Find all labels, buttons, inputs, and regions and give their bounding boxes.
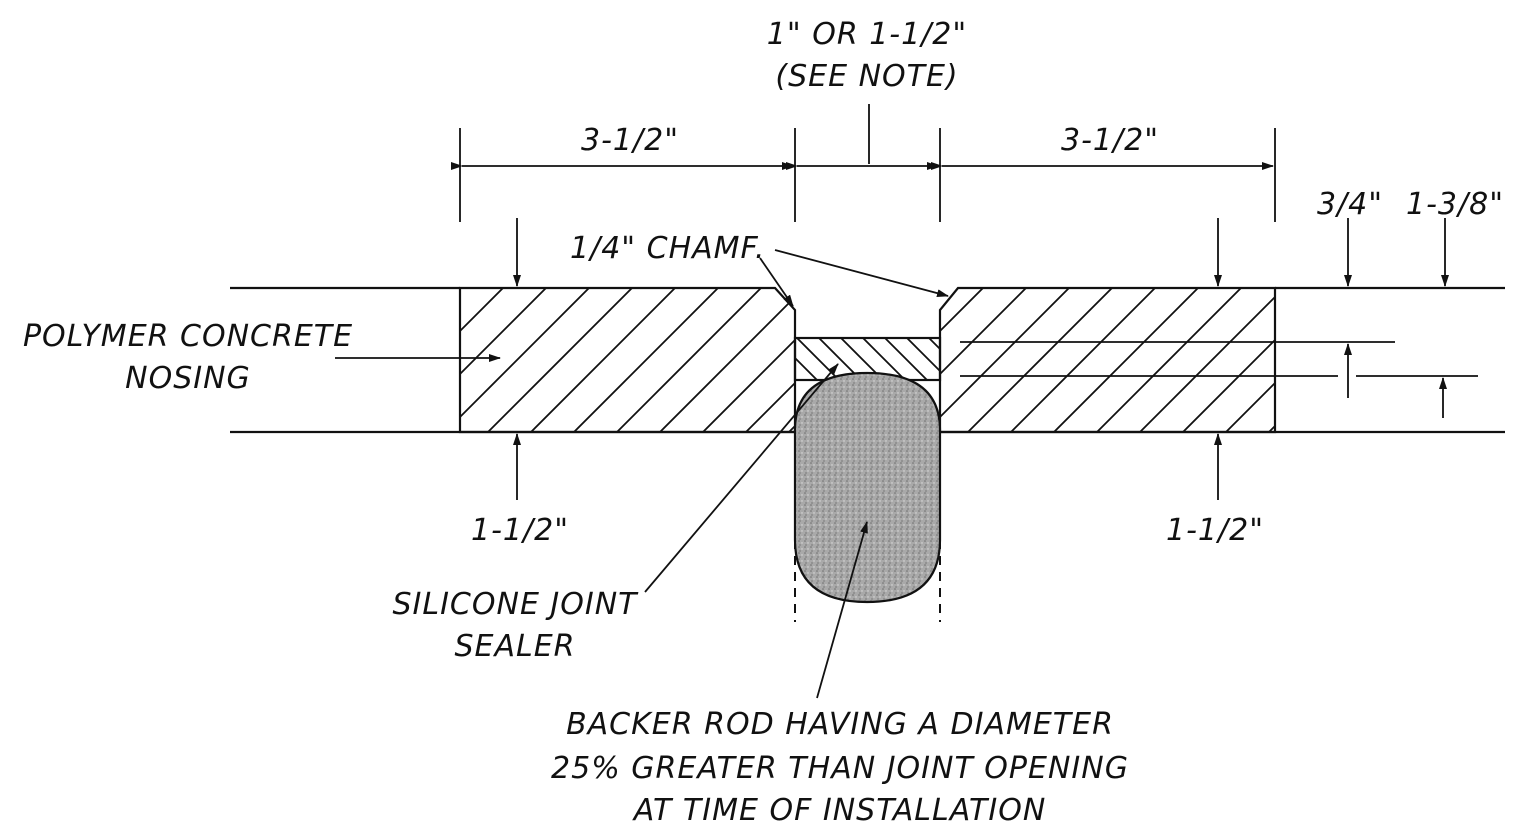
hatch-line xyxy=(940,288,1027,432)
right-polymer-nosing xyxy=(938,286,1525,434)
hatch-line xyxy=(973,338,1015,380)
hatch-line xyxy=(702,288,795,432)
hatch-line xyxy=(940,288,984,432)
hatch-line xyxy=(1225,288,1275,432)
hatch-line xyxy=(967,288,1113,432)
hatch-line xyxy=(928,338,940,351)
hatch-line xyxy=(573,288,719,432)
hatch-line xyxy=(616,288,762,432)
left-width-label: 3-1/2" xyxy=(581,123,679,158)
backer-rod-label-line2: 25% GREATER THAN JOINT OPENING xyxy=(551,751,1129,786)
backer-rod-label-line3: AT TIME OF INSTALLATION xyxy=(632,793,1047,826)
bottom-right-dimension-label: 1-1/2" xyxy=(1166,513,1264,548)
chamfer-leader-right xyxy=(774,249,949,298)
hatch-line xyxy=(951,338,993,380)
silicone-joint-sealer xyxy=(793,336,1015,382)
hatch-line xyxy=(659,288,795,432)
backer-rod-leader xyxy=(816,521,868,699)
left-polymer-nosing xyxy=(458,286,797,434)
hatch-line xyxy=(795,378,796,380)
hatch-line xyxy=(1139,288,1275,432)
chamfer-leader-left xyxy=(759,257,794,307)
hatch-line xyxy=(795,356,818,380)
polymer-label-line1: POLYMER CONCRETE xyxy=(23,319,353,354)
right-width-label: 3-1/2" xyxy=(1061,123,1159,158)
hatch-line xyxy=(862,338,906,380)
hatch-line xyxy=(1182,288,1275,432)
hatch-line xyxy=(884,338,928,380)
hatch-line xyxy=(1268,288,1275,432)
hatch-line xyxy=(1096,288,1242,432)
hatch-line xyxy=(1355,288,1499,432)
hatch-line xyxy=(1010,288,1156,432)
hatch-line xyxy=(1398,288,1525,432)
hatch-line xyxy=(530,288,676,432)
hatch-line xyxy=(940,288,1070,432)
silicone-label-line1: SILICONE JOINT xyxy=(392,587,639,622)
backer-rod-label-line1: BACKER ROD HAVING A DIAMETER xyxy=(566,707,1114,742)
backer-rod xyxy=(793,371,942,604)
hatch-line xyxy=(906,338,940,373)
chamfer-label: 1/4" CHAMF. xyxy=(570,231,765,266)
hatch-line xyxy=(460,288,590,432)
bottom-left-dimension-label: 1-1/2" xyxy=(471,513,569,548)
hatch-line xyxy=(460,288,504,432)
hatch-line xyxy=(1053,288,1199,432)
hatch-line xyxy=(460,288,547,432)
rod-depth-label: 1-3/8" xyxy=(1406,187,1504,222)
joint-width-label: 1" OR 1-1/2" xyxy=(767,17,967,52)
see-note-label: (SEE NOTE) xyxy=(775,59,958,94)
polymer-label-line2: NOSING xyxy=(125,361,251,396)
hatch-line xyxy=(487,288,633,432)
hatch-line xyxy=(1312,288,1456,432)
hatch-line xyxy=(460,288,461,432)
sealant-depth-label: 3/4" xyxy=(1317,187,1383,222)
silicone-leader xyxy=(644,363,839,593)
silicone-label-line2: SEALER xyxy=(454,629,575,664)
hatch-line xyxy=(745,288,795,432)
hatch-line xyxy=(796,338,840,380)
